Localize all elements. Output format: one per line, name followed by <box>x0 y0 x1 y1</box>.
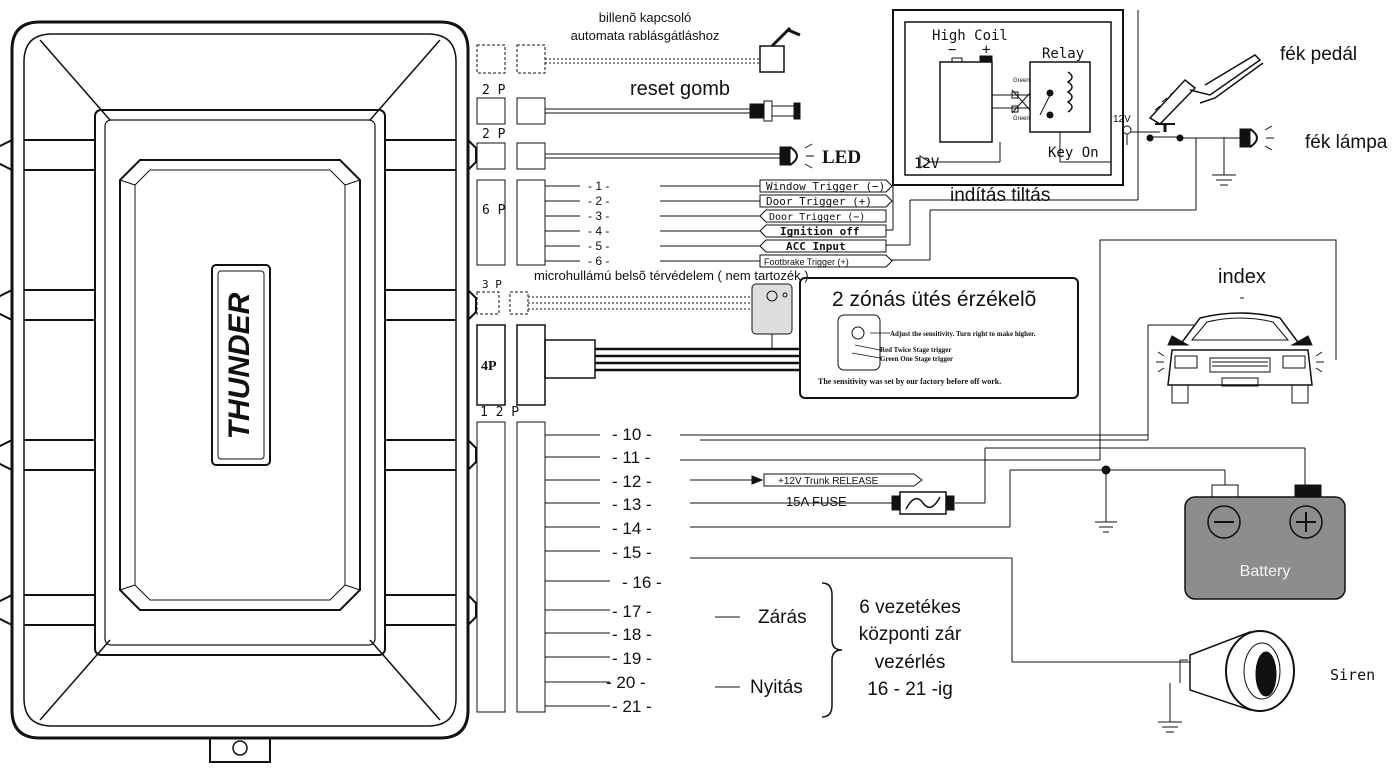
shock-sensor-red: Red Twice Stage trigger <box>880 346 951 354</box>
battery <box>1184 484 1346 600</box>
wire-6p-label: Footbrake Trigger (+) <box>764 257 849 267</box>
connector-12p <box>476 421 1306 713</box>
index-car <box>680 239 1337 461</box>
wire-12p-num: - 21 - <box>612 697 652 716</box>
wire-12p-num: - 11 - <box>612 448 650 467</box>
wire-6p-num: - 6 - <box>588 254 609 268</box>
wire-6p-num: - 3 - <box>588 209 609 223</box>
wire-6p-label: ACC Input <box>786 240 846 253</box>
microwave-pins: 3 P <box>482 278 502 291</box>
brake-pedal-group <box>1122 54 1274 186</box>
relay-key-on-label: Key On <box>1048 145 1099 161</box>
brake-lamp-label: fék lámpa <box>1305 132 1388 153</box>
shock-sensor-box <box>799 277 1079 399</box>
wire-6p-num: - 4 - <box>588 224 609 238</box>
ignition-cut-label: indítás tiltás <box>950 185 1050 206</box>
wire-12p-num: - 19 - <box>612 649 652 668</box>
relay-plus-label: + <box>982 42 990 58</box>
reset-button-label: reset gomb <box>630 78 730 100</box>
central-lock-line-1: 6 vezetékes <box>859 597 960 618</box>
relay-minus-label: − <box>948 42 956 58</box>
central-lock-line-3: vezérlés <box>875 652 946 673</box>
battery-label: Battery <box>1240 563 1291 580</box>
shock-sensor-title: 2 zónás ütés érzékelõ <box>832 288 1036 311</box>
wire-6p-1: - 1 - Window Trigger (−) <box>588 179 893 193</box>
wire-6p-label: Window Trigger (−) <box>766 180 885 193</box>
shock-sensor-adjust: Adjust the sensitivity. Turn right to ma… <box>890 330 1036 338</box>
wire-12p-num: - 12 - <box>612 472 652 491</box>
relay-wires <box>880 10 1197 261</box>
microwave-label: microhullámú belsõ térvédelem ( nem tart… <box>534 268 809 283</box>
fuse-label: 15A FUSE <box>786 494 847 509</box>
central-lock-line-2: központi zár <box>859 624 962 645</box>
brand-logo: THUNDER <box>223 292 256 439</box>
wire-6p-4: - 4 - Ignition off <box>588 224 887 238</box>
led-label: LED <box>822 147 861 168</box>
wire-6p-label: Door Trigger (−) <box>769 212 865 223</box>
led-connector <box>476 142 814 170</box>
brake-12v-label: 12V <box>1113 114 1131 125</box>
central-lock-zaras: Zárás <box>758 607 807 628</box>
tilt-switch-label-1: billenõ kapcsoló <box>599 10 692 25</box>
wire-6p-num: - 2 - <box>588 194 609 208</box>
led-pins-label: 2 P <box>482 127 506 142</box>
connector-6p-pins: 6 P <box>482 203 506 218</box>
connector-6p <box>476 179 760 266</box>
wire-6p-label: Ignition off <box>780 225 859 238</box>
brake-pedal-label: fék pedál <box>1280 44 1357 65</box>
wire-6p-num: - 5 - <box>588 239 609 253</box>
trunk-release <box>763 473 923 487</box>
wire-6p-5: - 5 - ACC Input <box>588 239 887 253</box>
trunk-release-label: +12V Trunk RELEASE <box>778 476 879 487</box>
central-lock-line-4: 16 - 21 -ig <box>867 679 953 700</box>
wire-12p-num: - 20 - <box>606 673 646 692</box>
wire-12p-num: - 13 - <box>612 495 652 514</box>
reset-pins-label: 2 P <box>482 83 506 98</box>
tilt-switch-label-2: automata rablásgátláshoz <box>571 28 720 43</box>
wire-6p-2: - 2 - Door Trigger (+) <box>588 194 893 208</box>
connector-4p-pins: 4P <box>481 359 497 374</box>
siren-label: Siren <box>1330 666 1375 684</box>
reset-connector <box>476 97 801 125</box>
wire-6p-list: - 1 - Window Trigger (−) - 2 - Door Trig… <box>588 179 893 268</box>
central-lock-nyitas: Nyitás <box>750 677 803 698</box>
wire-6p-6: - 6 - Footbrake Trigger (+) <box>588 254 893 268</box>
wire-6p-3: - 3 - Door Trigger (−) <box>588 209 887 223</box>
alarm-unit <box>0 20 477 763</box>
microwave-connector <box>476 283 793 335</box>
fuse <box>891 491 955 515</box>
relay-box <box>892 9 1124 186</box>
relay-green-bottom: Green <box>1013 116 1030 122</box>
wire-12p-num: - 14 - <box>612 519 652 538</box>
wire-6p-label: Door Trigger (+) <box>766 195 872 208</box>
siren <box>1158 630 1295 733</box>
wire-6p-num: - 1 - <box>588 179 609 193</box>
wire-12p-num: - 18 - <box>612 625 652 644</box>
wire-12p-num: - 15 - <box>612 543 652 562</box>
relay-green-top: Green <box>1013 78 1030 84</box>
shock-sensor-factory: The sensitivity was set by our factory b… <box>818 377 1001 386</box>
relay-high-coil-label: High Coil <box>932 28 1008 44</box>
connector-4p <box>476 324 800 406</box>
wire-12p-num: - 17 - <box>612 602 652 621</box>
connector-12p-pins: 1 2 P <box>480 405 519 420</box>
shock-sensor-green: Green One Stage trigger <box>880 355 953 363</box>
relay-label: Relay <box>1042 46 1084 62</box>
wire-12p-num: - 10 - <box>612 425 652 444</box>
wire-12p-num: - 16 - <box>622 573 662 592</box>
central-lock-brace <box>821 582 843 718</box>
wire-12p-list: - 10 - - 11 - - 12 - - 13 - - 14 - - 15 … <box>606 425 662 716</box>
relay-12v-label: 12V <box>914 156 940 172</box>
tilt-switch-row <box>476 26 801 74</box>
index-label: index <box>1218 266 1266 288</box>
